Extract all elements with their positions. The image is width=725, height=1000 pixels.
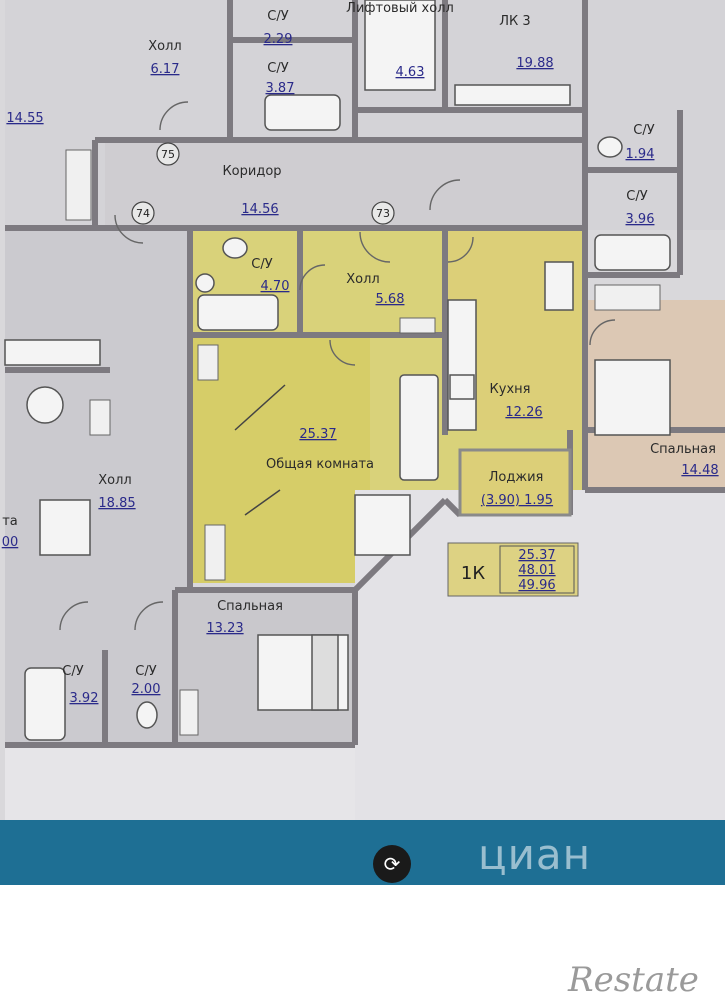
room-area-living: 25.37	[299, 427, 336, 442]
marker-75: 75	[161, 148, 175, 161]
room-name-su-top-2: С/У	[267, 61, 288, 76]
room-name-su-main: С/У	[251, 257, 272, 272]
room-name-left-partial: та	[2, 514, 18, 529]
room-name-living: Общая комната	[266, 457, 374, 472]
corridor-markers: 75 74 73	[131, 142, 395, 225]
bathtub	[197, 294, 279, 331]
room-name-su-left-1: С/У	[62, 664, 83, 679]
restate-watermark: Restate	[568, 960, 699, 1000]
room-name-hall-left: Холл	[98, 473, 131, 488]
bottom-strip	[0, 820, 725, 885]
room-name-su-left-2: С/У	[135, 664, 156, 679]
marker-74: 74	[136, 207, 150, 220]
room-area-hall-main: 5.68	[376, 292, 405, 307]
room-name-hall-main: Холл	[346, 272, 379, 287]
room-name-kitchen: Кухня	[490, 382, 531, 397]
floor-plan: 75 74 73 Холл 6.17 С/У 2.29 С/У 3.87 Лиф…	[0, 0, 725, 885]
room-name-su-right-1: С/У	[633, 123, 654, 138]
sofa	[399, 374, 439, 481]
room-area-hall-top: 6.17	[151, 62, 180, 77]
room-area-su-top-1: 2.29	[264, 32, 293, 47]
summary-value-2: 48.01	[518, 563, 555, 578]
room-area-loggia: (3.90) 1.95	[481, 493, 553, 508]
room-area-bedroom-main: 13.23	[206, 621, 243, 636]
room-name-loggia: Лоджия	[489, 470, 544, 485]
summary-type: 1К	[461, 563, 485, 584]
room-area-lift-hall: 4.63	[396, 65, 425, 80]
room-name-corridor: Коридор	[222, 164, 281, 179]
room-area-su-right-2: 3.96	[626, 212, 655, 227]
room-area-left-edge: 14.55	[6, 111, 43, 126]
room-area-su-main: 4.70	[261, 279, 290, 294]
room-name-lift-hall: Лифтовый холл	[346, 1, 454, 16]
loggia-outline	[458, 448, 572, 517]
room-area-su-left-2: 2.00	[132, 682, 161, 697]
room-name-su-top-1: С/У	[267, 9, 288, 24]
room-area-su-top-2: 3.87	[266, 81, 295, 96]
room-area-su-right-1: 1.94	[626, 147, 655, 162]
room-area-corridor: 14.56	[241, 202, 278, 217]
toilet	[222, 237, 248, 259]
room-area-su-left-1: 3.92	[70, 691, 99, 706]
room-area-hall-left: 18.85	[98, 496, 135, 511]
bed-right	[594, 359, 671, 436]
room-area-lk3: 19.88	[516, 56, 553, 71]
desk	[354, 494, 411, 556]
apartment-summary: 1К 25.37 48.01 49.96	[447, 542, 579, 597]
room-name-bedroom-right: Спальная	[650, 442, 716, 457]
room-name-lk3: ЛК 3	[499, 14, 530, 29]
room-name-hall-top: Холл	[148, 39, 181, 54]
room-name-su-right-2: С/У	[626, 189, 647, 204]
cian-watermark: циан	[478, 830, 592, 879]
room-labels: Холл 6.17 С/У 2.29 С/У 3.87 Лифтовый хол…	[2, 1, 719, 706]
kitchen-counter	[447, 299, 477, 431]
room-area-kitchen: 12.26	[505, 405, 542, 420]
room-name-bedroom-main: Спальная	[217, 599, 283, 614]
summary-value-3: 49.96	[518, 578, 555, 593]
summary-value-1: 25.37	[518, 548, 555, 563]
corridor-zone	[105, 140, 585, 225]
cian-logo-icon: ⟳	[373, 845, 411, 883]
room-area-bedroom-right: 14.48	[681, 463, 718, 478]
room-area-left-partial: 00	[2, 535, 19, 550]
marker-73: 73	[376, 207, 390, 220]
